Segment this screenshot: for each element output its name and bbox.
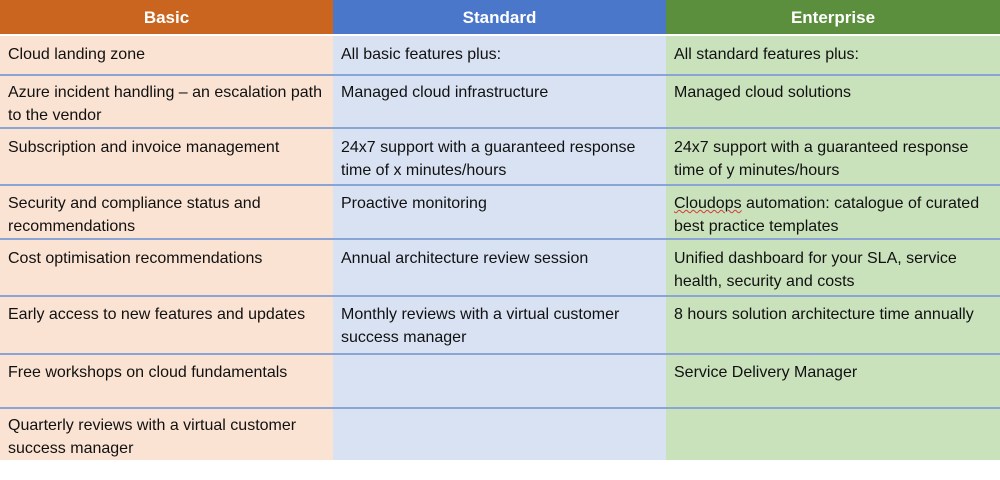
table-row: Early access to new features and updates…	[0, 296, 1000, 355]
cell-enterprise: 8 hours solution architecture time annua…	[666, 296, 1000, 355]
header-row: Basic Standard Enterprise	[0, 0, 1000, 36]
table-row: Azure incident handling – an escalation …	[0, 75, 1000, 129]
cell-basic: Subscription and invoice management	[0, 128, 333, 186]
cell-standard: Annual architecture review session	[333, 239, 666, 297]
cell-standard	[333, 408, 666, 460]
cell-standard: 24x7 support with a guaranteed response …	[333, 128, 666, 186]
cell-enterprise: Cloudops automation: catalogue of curate…	[666, 185, 1000, 240]
header-standard: Standard	[333, 0, 666, 36]
cell-enterprise: Managed cloud solutions	[666, 75, 1000, 129]
cell-enterprise: Service Delivery Manager	[666, 354, 1000, 409]
cell-standard: Managed cloud infrastructure	[333, 75, 666, 129]
spellcheck-flagged-word: Cloudops	[674, 195, 742, 212]
table-row: Cost optimisation recommendations Annual…	[0, 239, 1000, 297]
cell-basic: Cloud landing zone	[0, 35, 333, 76]
cell-basic: Quarterly reviews with a virtual custome…	[0, 408, 333, 460]
table-row: Security and compliance status and recom…	[0, 185, 1000, 240]
cell-basic: Free workshops on cloud fundamentals	[0, 354, 333, 409]
cell-enterprise: 24x7 support with a guaranteed response …	[666, 128, 1000, 186]
table-row: Subscription and invoice management 24x7…	[0, 128, 1000, 186]
tier-comparison-table: Basic Standard Enterprise Cloud landing …	[0, 0, 1000, 460]
header-enterprise: Enterprise	[666, 0, 1000, 36]
header-basic: Basic	[0, 0, 333, 36]
cell-standard	[333, 354, 666, 409]
cell-standard: Proactive monitoring	[333, 185, 666, 240]
cell-basic: Azure incident handling – an escalation …	[0, 75, 333, 129]
cell-enterprise	[666, 408, 1000, 460]
cell-enterprise: Unified dashboard for your SLA, service …	[666, 239, 1000, 297]
table-row: Free workshops on cloud fundamentals Ser…	[0, 354, 1000, 409]
cell-basic: Security and compliance status and recom…	[0, 185, 333, 240]
cell-enterprise: All standard features plus:	[666, 35, 1000, 76]
table-row: Quarterly reviews with a virtual custome…	[0, 408, 1000, 460]
cell-enterprise-rest: automation: catalogue of curated best pr…	[674, 195, 980, 235]
cell-standard: All basic features plus:	[333, 35, 666, 76]
cell-standard: Monthly reviews with a virtual customer …	[333, 296, 666, 355]
cell-basic: Early access to new features and updates	[0, 296, 333, 355]
cell-basic: Cost optimisation recommendations	[0, 239, 333, 297]
table-row: Cloud landing zone All basic features pl…	[0, 35, 1000, 76]
